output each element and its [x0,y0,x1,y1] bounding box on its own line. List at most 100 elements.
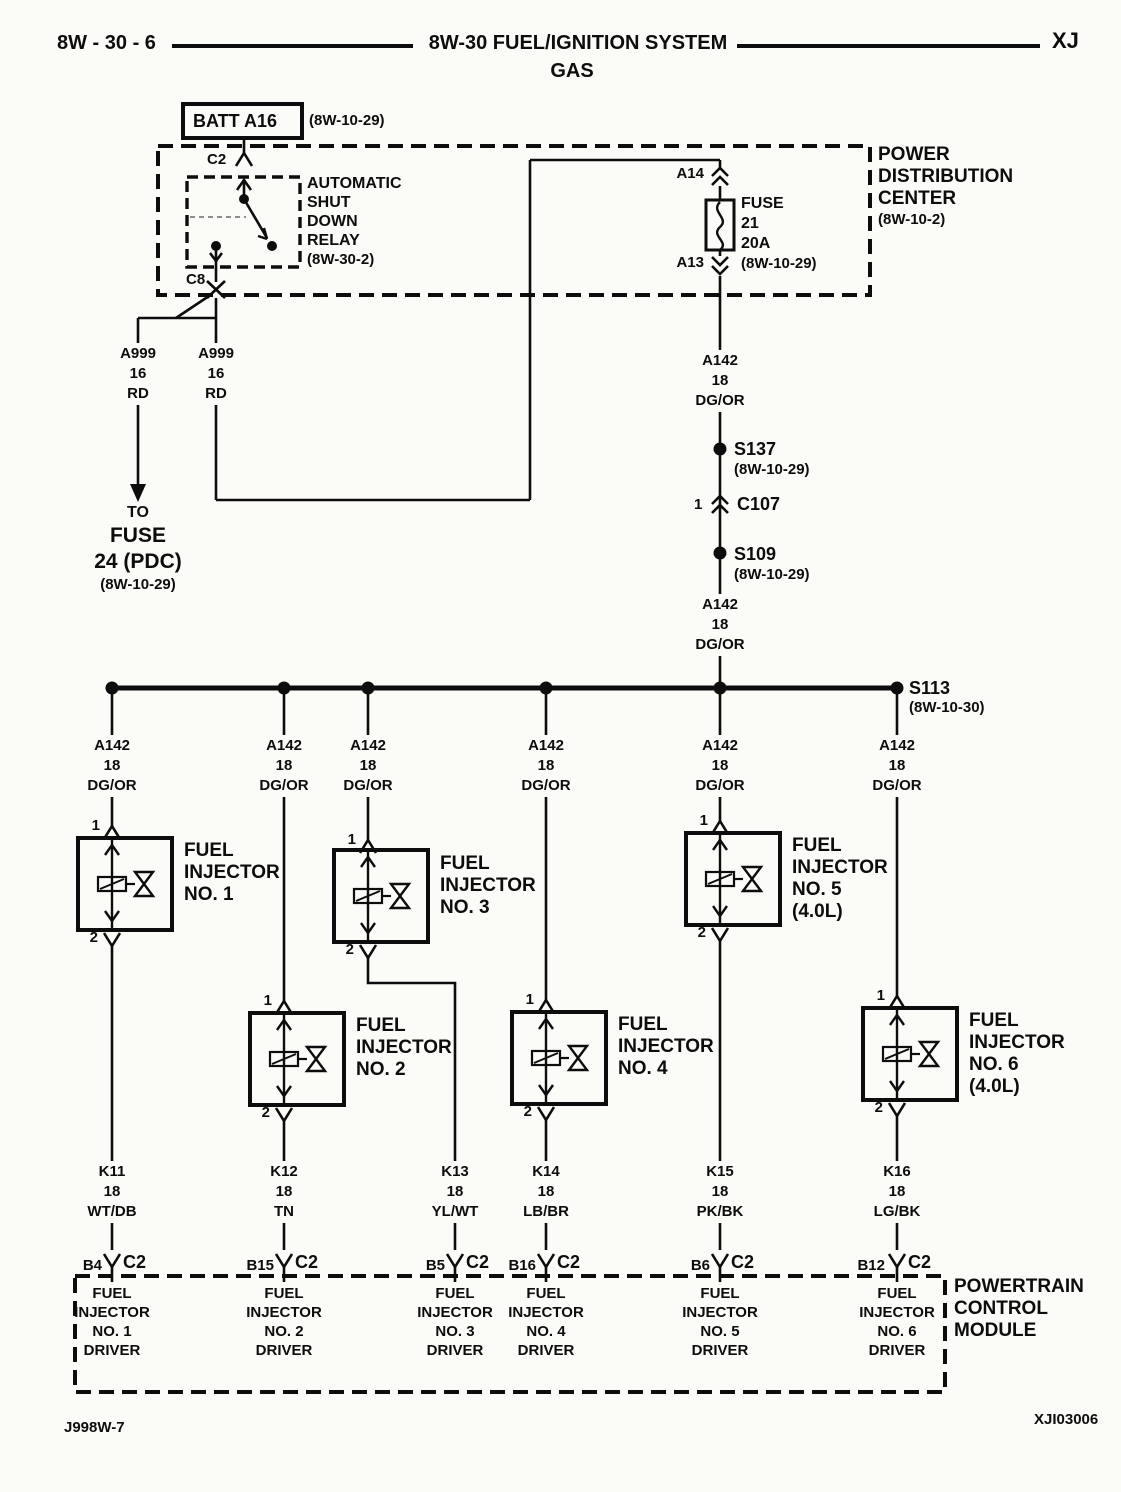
wire-label-a142-lower: A142 18 DG/OR [690,594,750,656]
pcm-connector-c2: C2 [557,1252,581,1272]
wire-color: PK/BK [696,1203,744,1220]
circuit-id: A142 [94,737,130,754]
pcm-cavity-b6: B6 [690,1257,710,1274]
circuit-id: A142 [702,352,738,369]
pcm-connector-c2: C2 [731,1252,755,1272]
wire-gauge: 18 [711,1183,729,1200]
component-name-line: (4.0L) [969,1076,1020,1097]
circuit-id: A142 [879,737,915,754]
wire-gauge: 18 [888,1183,906,1200]
wire-label-k13: K13 18 YL/WT [426,1161,484,1223]
wire-label-k14: K14 18 LB/BR [518,1161,574,1223]
driver-line: INJECTOR [682,1304,758,1321]
fuel-injector-6-symbol [861,1006,959,1102]
injector-5-pin2: 2 [697,924,706,941]
component-name-line: FUEL [184,840,234,861]
injector-4-name: FUEL INJECTOR NO. 4 [618,1014,714,1080]
component-name-line: NO. 4 [618,1058,668,1079]
wire-gauge: 18 [711,616,729,633]
drawing-code: XJI03006 [1034,1411,1099,1428]
circuit-id: K12 [270,1163,298,1180]
component-name-line: NO. 2 [356,1059,406,1080]
battery-feed-box [181,102,304,153]
fuse-label-line: FUSE [741,195,784,212]
pcm-connector-c2: C2 [295,1252,319,1272]
splice-s137-ref: (8W-10-29) [734,461,810,478]
injector-2-name: FUEL INJECTOR NO. 2 [356,1015,452,1081]
driver-line: DRIVER [517,1342,575,1359]
component-name-line: INJECTOR [440,875,536,896]
injector-5-name: FUEL INJECTOR NO. 5 (4.0L) [792,835,888,923]
driver-line: NO. 5 [700,1323,740,1340]
pcm-driver-4: FUEL INJECTOR NO. 4 DRIVER [503,1283,589,1361]
wire-label-a999-right: A999 16 RD [193,343,239,405]
asd-relay-symbol [185,151,302,299]
pcm-driver-1: FUEL INJECTOR NO. 1 DRIVER [69,1283,155,1361]
wire-gauge: 18 [888,757,906,774]
wire-color: DG/OR [872,777,922,794]
fuel-injector-5-symbol [684,831,782,927]
component-name-line: INJECTOR [184,862,280,883]
wire-gauge: 18 [275,757,293,774]
wire-color: DG/OR [695,636,745,653]
injector-3-name: FUEL INJECTOR NO. 3 [440,853,536,919]
page-title: 8W-30 FUEL/IGNITION SYSTEM [423,30,733,57]
pcm-name: POWERTRAIN CONTROL MODULE [954,1276,1084,1342]
asd-relay-name-line: SHUT [307,194,351,211]
battery-ref: (8W-10-29) [309,112,385,129]
injector-4-pin2: 2 [523,1103,532,1120]
wire-color: YL/WT [431,1203,479,1220]
wire-color: DG/OR [343,777,393,794]
wire-color: DG/OR [87,777,137,794]
injector-1-name: FUEL INJECTOR NO. 1 [184,840,280,906]
fuse-21-symbol [704,160,736,276]
pcm-cavity-b16: B16 [508,1257,536,1274]
driver-line: INJECTOR [74,1304,150,1321]
branch-wire-label-4: A142 18 DG/OR [516,735,576,797]
to-fuse-24-note: TO FUSE 24 (PDC) (8W-10-29) [89,502,187,596]
note-line: 24 (PDC) [94,550,182,574]
wire-gauge: 18 [275,1183,293,1200]
fuse-pin-a14: A14 [676,165,704,182]
circuit-id: A999 [198,345,234,362]
connector-c107-label: C107 [737,494,781,514]
pcm-name-line: CONTROL [954,1298,1048,1319]
wire-color: TN [274,1203,294,1220]
fuel-injector-3-symbol [332,848,430,944]
pdc-name-line: CENTER [878,188,957,209]
pcm-name-line: MODULE [954,1320,1037,1341]
connector-c8-label: C8 [186,271,206,288]
sheet-code: J998W-7 [64,1419,125,1436]
note-line: FUSE [109,524,166,547]
pdc-name-line: POWER [878,144,950,165]
driver-line: DRIVER [868,1342,926,1359]
circuit-id: K15 [706,1163,734,1180]
wire-gauge: 18 [446,1183,464,1200]
pcm-connector-c2: C2 [466,1252,490,1272]
driver-line: NO. 2 [264,1323,304,1340]
wire-color: RD [127,385,149,402]
asd-relay-name: AUTOMATIC SHUT DOWN RELAY (8W-30-2) [307,174,402,269]
asd-relay-ref: (8W-30-2) [307,251,375,268]
a999-feed-wires [136,158,720,502]
pcm-driver-2: FUEL INJECTOR NO. 2 DRIVER [241,1283,327,1361]
component-name-line: (4.0L) [792,901,843,922]
battery-label: BATT A16 [193,111,278,131]
injector-5-pin1: 1 [699,812,708,829]
pdc-name: POWER DISTRIBUTION CENTER [878,144,1013,210]
component-name-line: NO. 3 [440,897,490,918]
driver-line: DRIVER [426,1342,484,1359]
pcm-box [73,1274,947,1394]
vehicle-code: XJ [1052,28,1079,53]
circuit-id: A142 [702,737,738,754]
fuel-injector-2-symbol [248,1011,346,1107]
wire-label-a142-upper: A142 18 DG/OR [690,350,750,412]
fuse-label-line: 21 [741,215,759,232]
driver-line: DRIVER [83,1342,141,1359]
pdc-name-line: DISTRIBUTION [878,166,1014,187]
driver-line: INJECTOR [417,1304,493,1321]
circuit-id: A142 [528,737,564,754]
splice-s137-label: S137 [734,439,777,459]
wire-color: DG/OR [259,777,309,794]
